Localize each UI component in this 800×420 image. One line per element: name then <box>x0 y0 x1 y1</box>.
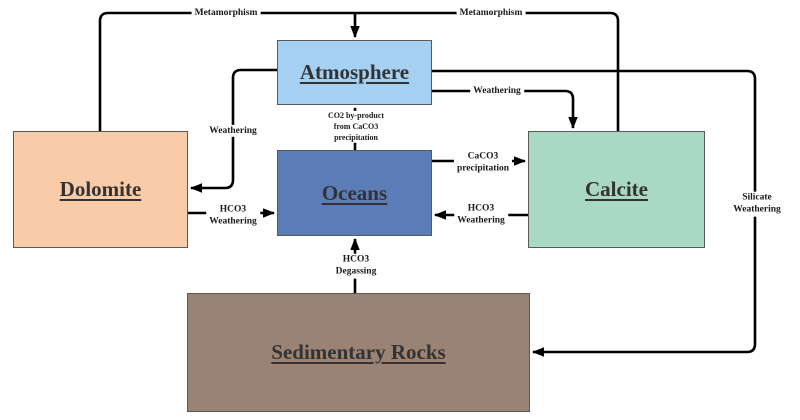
node-title-dolomite: Dolomite <box>59 177 142 201</box>
edge-label-line: Weathering <box>473 85 521 96</box>
edge-label-line: Weathering <box>209 217 257 227</box>
edge-label-metamorphism-right: Metamorphism <box>456 6 526 20</box>
edge-label-line: from CaCO3 <box>333 121 379 131</box>
node-title-calcite: Calcite <box>585 177 648 201</box>
node-sedimentary-rocks: Sedimentary Rocks <box>187 293 530 412</box>
node-title-oceans: Oceans <box>321 180 388 205</box>
node-calcite: Calcite <box>528 131 705 248</box>
edge-label-metamorphism-left: Metamorphism <box>191 6 261 20</box>
edge-dolomite-calcite-metamorphism-trunk <box>98 11 620 131</box>
node-title-atmosphere: Atmosphere <box>299 60 410 84</box>
node-title-sedimentary-rocks: Sedimentary Rocks <box>271 340 446 364</box>
edge-label-line: Degassing <box>335 267 377 277</box>
edge-label-line: precipitation <box>456 164 510 174</box>
edge-label-line: Metamorphism <box>459 7 523 18</box>
edge-label-line: HCO3 <box>467 203 495 214</box>
edge-label-line: Weathering <box>209 125 257 136</box>
edge-label-line: precipitation <box>334 132 378 142</box>
edge-label-line: Weathering <box>457 216 505 226</box>
edge-label-line: Silicate <box>742 192 772 203</box>
edge-label-caco3-precipitation: CaCO3 precipitation <box>453 150 513 176</box>
edge-label-line: CaCO3 <box>467 151 499 162</box>
edge-label-weathering-left: Weathering <box>206 124 260 138</box>
node-oceans: Oceans <box>277 150 432 236</box>
node-dolomite: Dolomite <box>13 131 188 248</box>
edge-label-line: CO2 by-product <box>327 110 385 120</box>
edge-label-line: HCO3 <box>342 254 370 265</box>
edge-label-line: HCO3 <box>219 204 247 215</box>
node-atmosphere: Atmosphere <box>277 40 432 105</box>
edge-label-weathering-right: Weathering <box>470 84 524 98</box>
edge-label-line: Weathering <box>733 205 781 215</box>
edge-atmosphere-weathering-calcite <box>432 89 578 129</box>
edge-label-line: Metamorphism <box>194 7 258 18</box>
